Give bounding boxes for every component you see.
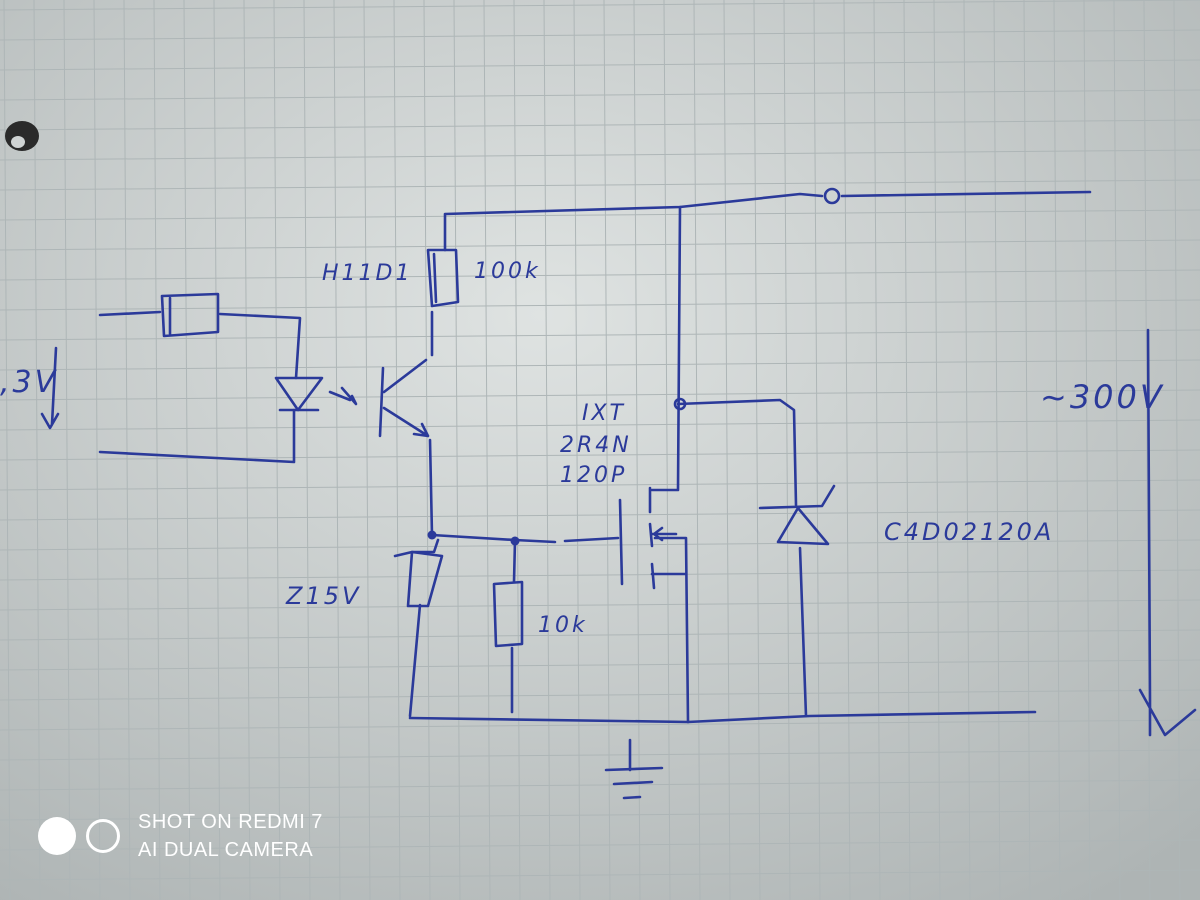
wire-gate	[563, 536, 620, 543]
watermark-line2: AI DUAL CAMERA	[138, 839, 314, 861]
watermark-line1: SHOT ON REDMI 7	[138, 811, 323, 833]
label-optocoupler: H11D1	[322, 261, 412, 286]
resistor-input	[160, 292, 220, 338]
output-terminal	[823, 187, 841, 205]
junctions	[427, 187, 841, 546]
label-zener: Z15V	[285, 582, 361, 610]
resistor-10k	[492, 580, 524, 648]
label-diode: C4D02120A	[884, 518, 1054, 546]
wire-source	[653, 536, 690, 724]
wire-zener-down	[408, 603, 422, 718]
watermark-dot-outline	[86, 819, 120, 853]
resistor-100k	[426, 248, 460, 308]
wire-r10k-top	[512, 538, 517, 584]
label-mosfet-3: 120P	[560, 463, 627, 488]
zener-symbol	[393, 538, 444, 608]
watermark-dot-filled	[38, 817, 76, 855]
wire-diode-anode	[798, 546, 808, 718]
label-mosfet-1: IXT	[582, 401, 626, 426]
wire-input-bottom	[98, 408, 296, 464]
ground-symbol	[604, 766, 664, 800]
camera-watermark: SHOT ON REDMI 7 AI DUAL CAMERA	[38, 808, 323, 864]
wire-top-rail-right	[840, 190, 1092, 198]
wire-led-top	[218, 312, 302, 380]
watermark-text: SHOT ON REDMI 7 AI DUAL CAMERA	[138, 808, 323, 864]
label-r100k: 100k	[474, 259, 541, 284]
voltage-arrow-left	[40, 346, 60, 430]
wire-emitter	[428, 438, 434, 537]
transistor-symbol	[378, 358, 430, 438]
label-r10k: 10k	[538, 613, 588, 638]
label-mosfet-2: 2R4N	[560, 433, 632, 458]
wire-ground-rail	[408, 710, 1037, 724]
led-symbol	[274, 376, 358, 412]
wire-input-top	[98, 310, 162, 317]
voltage-arrow-right	[1138, 328, 1197, 737]
wires	[98, 190, 1092, 772]
label-voltage-out: ~300V	[1040, 378, 1165, 416]
power-diode-symbol	[758, 484, 836, 546]
mosfet-symbol	[618, 486, 688, 590]
label-voltage-in: ,3V	[0, 365, 58, 400]
wire-diode-cathode	[676, 398, 798, 507]
wire-drain	[650, 205, 682, 492]
